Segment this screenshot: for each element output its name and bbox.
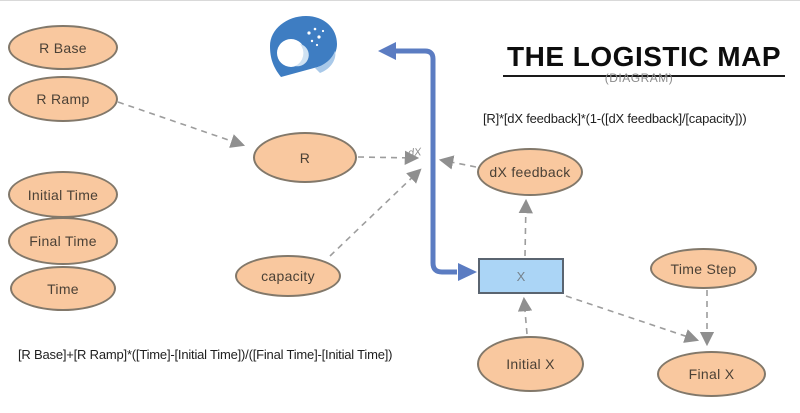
page-subtitle: (DIAGRAM) [604, 71, 674, 85]
connector-dx-feedback-to-dx [438, 155, 477, 170]
moon-stars-logo-icon [270, 16, 337, 77]
node-dx-feedback[interactable]: dX feedback [477, 148, 583, 196]
node-r[interactable]: R [253, 132, 357, 183]
connector-r-to-dx [357, 150, 420, 165]
node-time-step[interactable]: Time Step [650, 248, 757, 289]
node-x-stock[interactable]: X [478, 258, 564, 294]
title-block: THE LOGISTIC MAP (DIAGRAM) [503, 41, 785, 85]
connector-x-to-final-x [565, 295, 700, 343]
node-capacity[interactable]: capacity [235, 255, 341, 297]
flow-dx-label[interactable]: dX [407, 146, 423, 160]
node-final-time[interactable]: Final Time [8, 217, 118, 265]
node-initial-x[interactable]: Initial X [477, 336, 584, 392]
connector-x-to-dx-feedback [518, 198, 533, 257]
page-title: THE LOGISTIC MAP [503, 41, 785, 77]
flow-pipe-arrowhead-left [378, 42, 396, 60]
dx-flow-equation: [R]*[dX feedback]*(1-([dX feedback]/[cap… [483, 111, 747, 126]
r-equation: [R Base]+[R Ramp]*([Time]-[Initial Time]… [18, 347, 393, 362]
connector-initial-x-to-x [517, 296, 533, 335]
node-initial-time[interactable]: Initial Time [8, 171, 118, 218]
flow-pipe-arrowhead-right [458, 263, 477, 281]
node-final-x[interactable]: Final X [657, 351, 766, 397]
connector-r-ramp-to-r [117, 101, 246, 148]
node-r-base[interactable]: R Base [8, 25, 118, 70]
node-time[interactable]: Time [10, 266, 116, 311]
node-r-ramp[interactable]: R Ramp [8, 76, 118, 122]
flow-pipe-dx [378, 42, 477, 281]
connector-capacity-to-dx [329, 168, 422, 257]
